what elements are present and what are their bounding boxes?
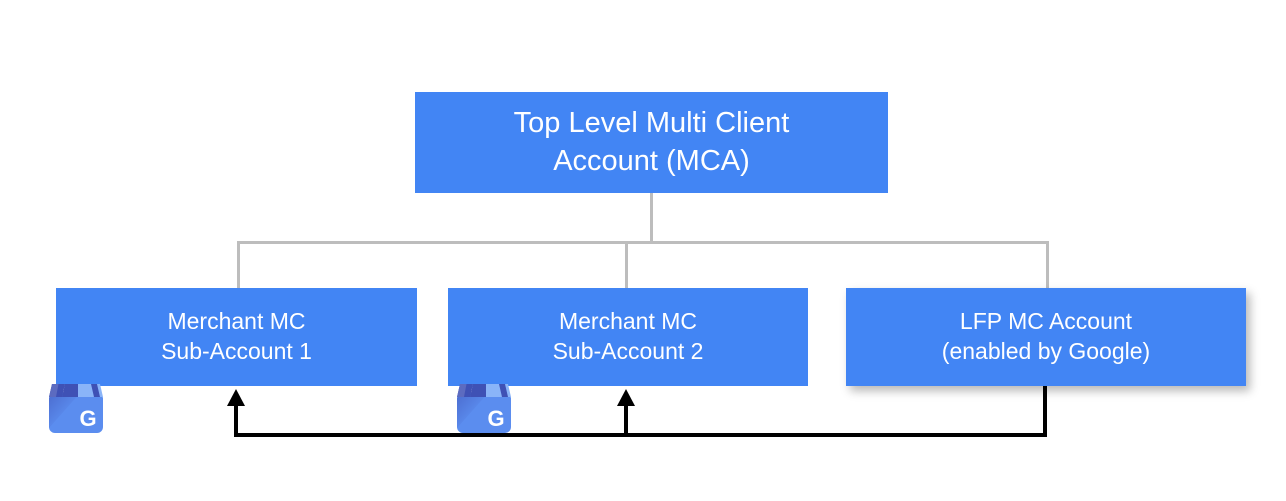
feedback-arrowhead-sub1 [227,389,245,406]
connector-drop-sub2 [625,241,628,289]
node-merchant-sub-account-1-label: Merchant MC Sub-Account 1 [161,308,312,364]
connector-horizontal-bus [237,241,1049,244]
feedback-riser-sub2 [624,403,628,435]
feedback-arrowhead-sub2 [617,389,635,406]
connector-drop-sub1 [237,241,240,289]
google-my-business-icon: G [49,384,103,433]
node-merchant-sub-account-1[interactable]: Merchant MC Sub-Account 1 [56,288,417,386]
feedback-riser-sub1 [234,403,238,435]
node-merchant-sub-account-2[interactable]: Merchant MC Sub-Account 2 [448,288,808,386]
connector-drop-lfp [1046,241,1049,289]
feedback-horizontal-bus [234,433,1047,437]
node-top-level-mca[interactable]: Top Level Multi Client Account (MCA) [415,92,888,193]
node-top-level-mca-label: Top Level Multi Client Account (MCA) [513,106,790,177]
node-merchant-sub-account-2-label: Merchant MC Sub-Account 2 [552,308,704,364]
svg-text:G: G [79,406,96,431]
node-lfp-mc-account[interactable]: LFP MC Account (enabled by Google) [846,288,1246,386]
feedback-stem-lfp [1043,386,1047,437]
node-lfp-mc-account-label: LFP MC Account (enabled by Google) [941,308,1151,364]
svg-text:G: G [487,406,504,431]
connector-mca-stem [650,193,653,243]
google-my-business-icon: G [457,384,511,433]
